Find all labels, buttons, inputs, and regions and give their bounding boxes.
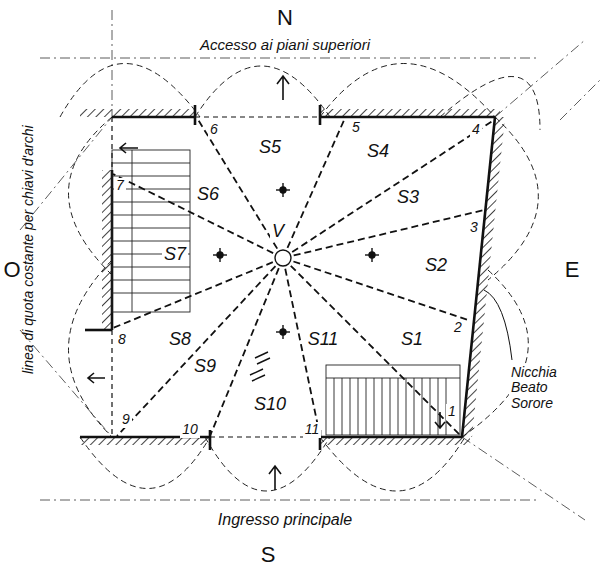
walls [80, 105, 495, 450]
room-label: S11 [306, 330, 341, 350]
construction-lines [20, 10, 600, 520]
vault-key-label: V [270, 222, 286, 242]
room-label: S7 [162, 245, 188, 265]
room-label: S3 [395, 188, 421, 208]
cross-marks [213, 183, 379, 381]
room-label: S8 [167, 330, 193, 350]
callout-number: 10 [180, 422, 200, 437]
wall-hatching [80, 109, 505, 445]
compass-letter: O [3, 258, 20, 282]
callout-number: 6 [208, 122, 220, 137]
callout-number: 9 [120, 412, 132, 427]
callout-number: 1 [446, 404, 458, 419]
stairs [112, 150, 460, 435]
vault-ribs [113, 118, 494, 436]
callout-number: 3 [468, 220, 480, 235]
compass-letter: S [261, 543, 276, 567]
room-label: S10 [252, 395, 288, 415]
compass-letter: E [565, 258, 580, 282]
note: linea di quota costante per chiavi d'arc… [20, 126, 35, 375]
room-label: S2 [423, 256, 449, 276]
vault-arcs [60, 64, 540, 492]
vault-key [275, 250, 291, 266]
room-label: S9 [192, 357, 218, 377]
direction-arrows [88, 76, 445, 490]
callout-number: 2 [452, 320, 464, 335]
callout-number: 8 [116, 332, 128, 347]
room-label: S1 [399, 330, 425, 350]
callout-number: 7 [114, 178, 126, 193]
room-label: S4 [365, 142, 391, 162]
callout-number: 5 [350, 120, 362, 135]
note: Ingresso principale [216, 511, 354, 529]
note: Nicchia Beato Sorore [509, 365, 575, 411]
room-label: S6 [195, 185, 221, 205]
leader-line [484, 290, 512, 360]
note: Accesso ai piani superiori [198, 37, 372, 54]
openings [112, 117, 320, 437]
room-label: S5 [257, 138, 283, 158]
callout-number: 11 [303, 422, 322, 437]
compass-letter: N [277, 6, 293, 30]
callout-number: 4 [470, 122, 482, 137]
